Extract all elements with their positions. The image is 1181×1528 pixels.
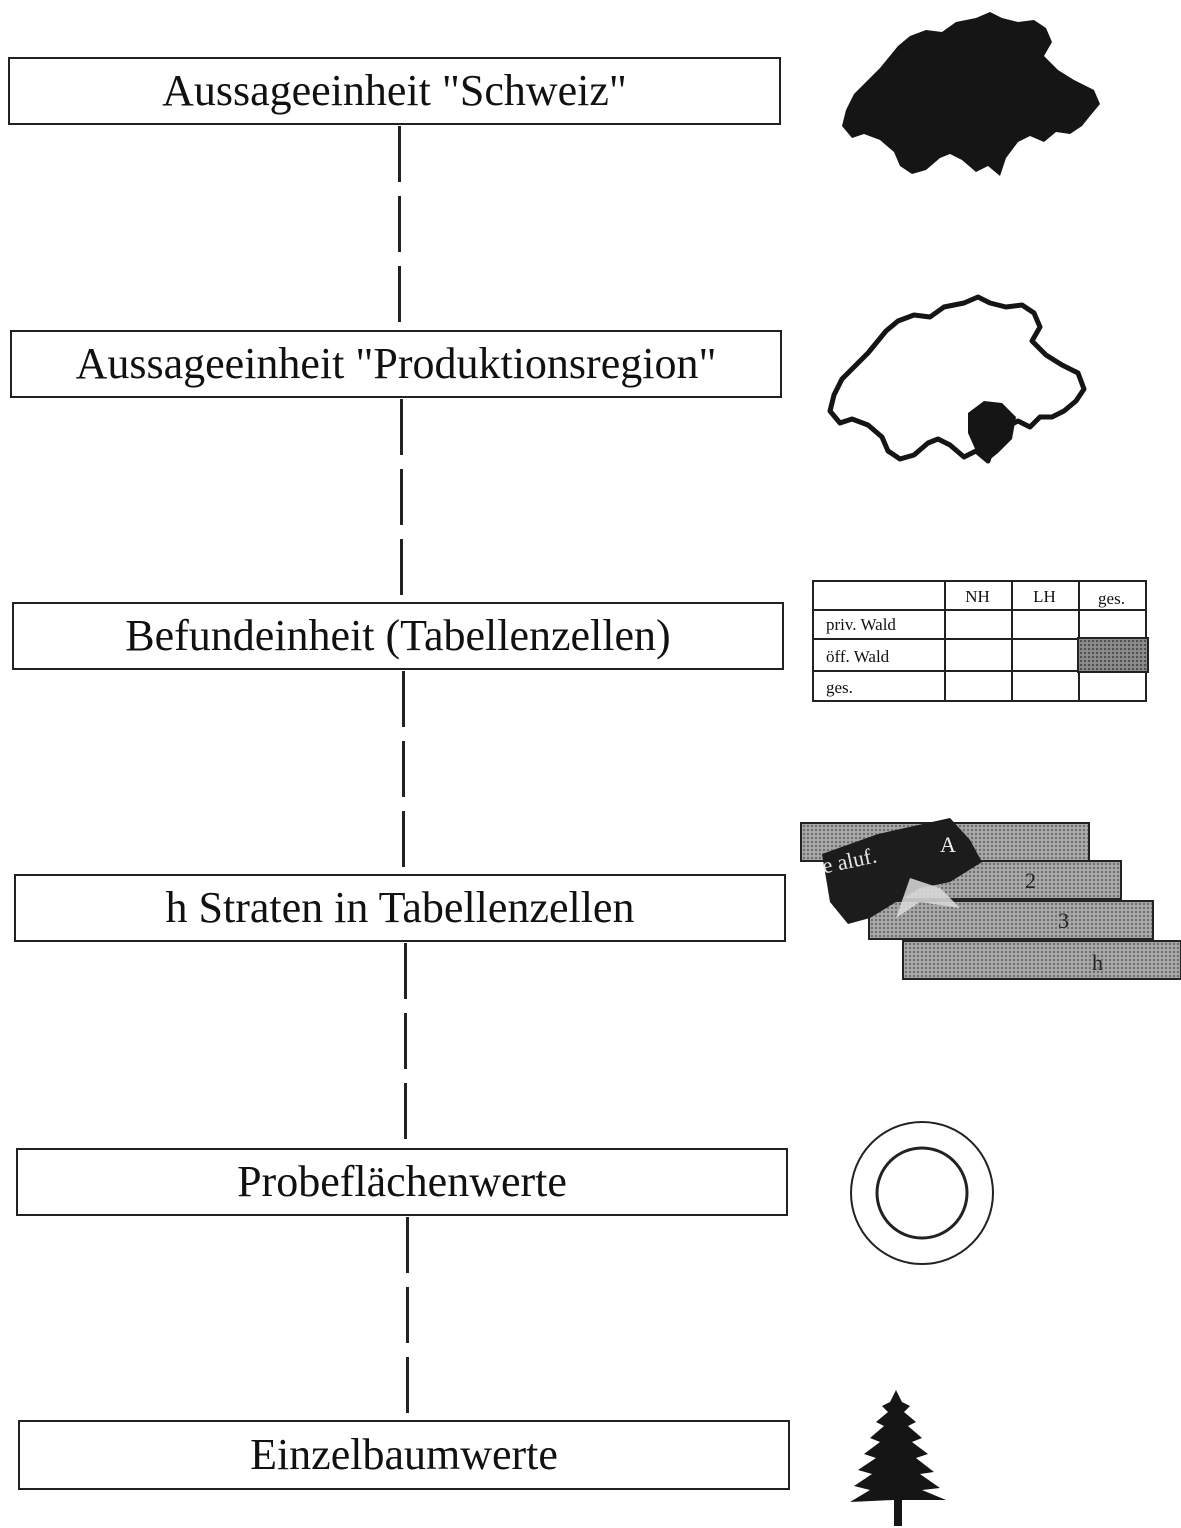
switzerland-outline-map-icon [827, 294, 1087, 464]
torn-label-patch [822, 818, 982, 924]
dashed-connector [398, 126, 401, 330]
dashed-connector [406, 1217, 409, 1420]
table-header-cell: LH [1033, 587, 1056, 606]
level-box-produktionsregion: Aussageeinheit "Produktionsregion" [10, 330, 782, 398]
strata-stack-icon: e aluf. A 2 3 h [800, 818, 1181, 986]
highlighted-cell [1077, 637, 1149, 673]
level-box-probeflaechen: Probeflächenwerte [16, 1148, 788, 1216]
dashed-connector [400, 399, 403, 602]
conifer-tree-icon [850, 1390, 946, 1526]
table-header-cell: ges. [1098, 589, 1125, 608]
level-box-schweiz: Aussageeinheit "Schweiz" [8, 57, 781, 125]
sample-plot-circles-icon [850, 1121, 994, 1265]
stratum-bar [902, 940, 1181, 980]
level-label: Probeflächenwerte [237, 1157, 567, 1206]
stratum-label: 3 [1058, 908, 1069, 933]
dashed-connector [402, 671, 405, 874]
level-label: Aussageeinheit "Schweiz" [162, 66, 627, 115]
table-divider [944, 582, 946, 700]
stratum-label: A [940, 832, 956, 857]
switzerland-filled-map-icon [842, 12, 1100, 176]
table-row-label: öff. Wald [826, 647, 890, 666]
level-label: Aussageeinheit "Produktionsregion" [75, 339, 717, 388]
table-divider [814, 638, 1145, 640]
stratum-bar [868, 900, 1154, 940]
level-label: Einzelbaumwerte [250, 1430, 558, 1479]
stratum-label: 2 [1025, 868, 1036, 893]
stratum-label: h [1092, 950, 1103, 975]
table-row-label: ges. [826, 678, 853, 697]
dashed-connector [404, 943, 407, 1148]
level-label: h Straten in Tabellenzellen [165, 883, 635, 932]
level-box-straten: h Straten in Tabellenzellen [14, 874, 786, 942]
cell-table-icon: NH LH ges. priv. Wald öff. Wald ges. [812, 580, 1149, 702]
table-divider [814, 609, 1145, 611]
level-box-einzelbaum: Einzelbaumwerte [18, 1420, 790, 1490]
table-divider [1011, 582, 1013, 700]
table-row-label: priv. Wald [826, 615, 896, 634]
table-divider [814, 670, 1145, 672]
level-box-befundeinheit: Befundeinheit (Tabellenzellen) [12, 602, 784, 670]
level-label: Befundeinheit (Tabellenzellen) [125, 611, 671, 660]
table-header-cell: NH [965, 587, 990, 606]
